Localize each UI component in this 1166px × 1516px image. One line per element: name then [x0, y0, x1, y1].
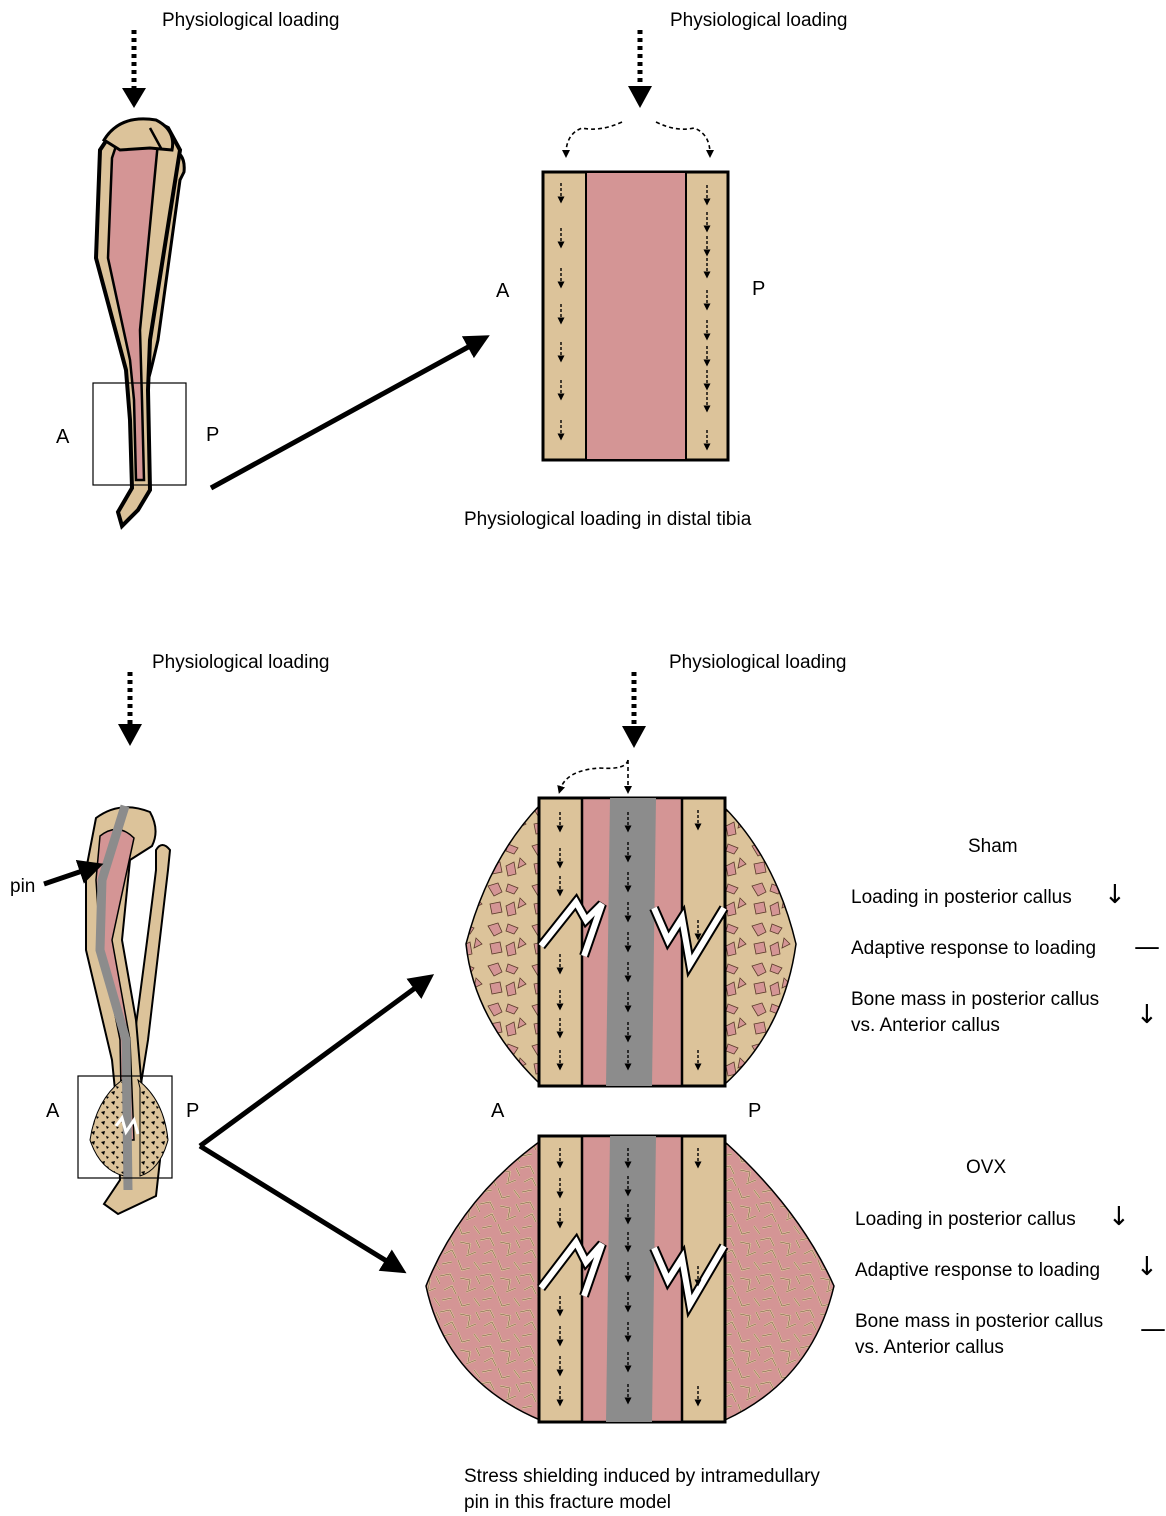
pin-label: pin — [10, 874, 35, 900]
bottom-right-loading-label: Physiological loading — [669, 650, 846, 676]
top-left-loading-label: Physiological loading — [162, 8, 339, 34]
ovx-adaptive-decrease-icon: ↓ — [1136, 1250, 1158, 1285]
bottom-loading-arrow-left — [118, 672, 142, 746]
ovx-bonemass-label-line2: vs. Anterior callus — [855, 1335, 1004, 1361]
top-leg-anterior-label: A — [56, 424, 69, 451]
ovx-bonemass-nochange-icon: — — [1140, 1312, 1166, 1347]
ovx-title: OVX — [966, 1155, 1006, 1181]
detail-loading-arrow — [560, 672, 646, 790]
top-loading-arrow-left — [122, 30, 146, 108]
bottom-caption-line1: Stress shielding induced by intramedulla… — [464, 1464, 820, 1490]
top-detail-posterior-label: P — [752, 276, 765, 303]
sham-callus-detail — [466, 798, 796, 1086]
sham-bonemass-label-line1: Bone mass in posterior callus — [851, 987, 1099, 1013]
bottom-caption-line2: pin in this fracture model — [464, 1490, 671, 1516]
ovx-adaptive-label: Adaptive response to loading — [855, 1258, 1100, 1284]
ovx-loading-label: Loading in posterior callus — [855, 1207, 1076, 1233]
bottom-zoom-arrows — [200, 980, 426, 1268]
sham-adaptive-nochange-icon: — — [1134, 930, 1160, 965]
sham-loading-label: Loading in posterior callus — [851, 885, 1072, 911]
bottom-detail-anterior-label: A — [491, 1098, 504, 1125]
top-cortex-detail — [543, 172, 728, 460]
ovx-bonemass-label-line1: Bone mass in posterior callus — [855, 1309, 1103, 1335]
top-leg-posterior-label: P — [206, 422, 219, 449]
top-loading-arrow-right — [566, 30, 710, 154]
bottom-leg-anterior-label: A — [46, 1098, 59, 1125]
sham-loading-decrease-icon: ↓ — [1104, 878, 1126, 913]
ovx-callus-detail — [426, 1136, 834, 1422]
bottom-detail-posterior-label: P — [748, 1098, 761, 1125]
top-zoom-arrow — [211, 340, 481, 488]
ovx-loading-decrease-icon: ↓ — [1108, 1200, 1130, 1235]
bottom-pinned-tibia — [86, 806, 170, 1214]
sham-bonemass-label-line2: vs. Anterior callus — [851, 1013, 1000, 1039]
top-detail-anterior-label: A — [496, 278, 509, 305]
top-caption: Physiological loading in distal tibia — [464, 507, 751, 533]
sham-title: Sham — [968, 834, 1018, 860]
bottom-leg-posterior-label: P — [186, 1098, 199, 1125]
top-right-loading-label: Physiological loading — [670, 8, 847, 34]
top-intact-tibia — [96, 119, 184, 526]
bottom-left-loading-label: Physiological loading — [152, 650, 329, 676]
sham-adaptive-label: Adaptive response to loading — [851, 936, 1096, 962]
sham-bonemass-decrease-icon: ↓ — [1136, 998, 1158, 1033]
